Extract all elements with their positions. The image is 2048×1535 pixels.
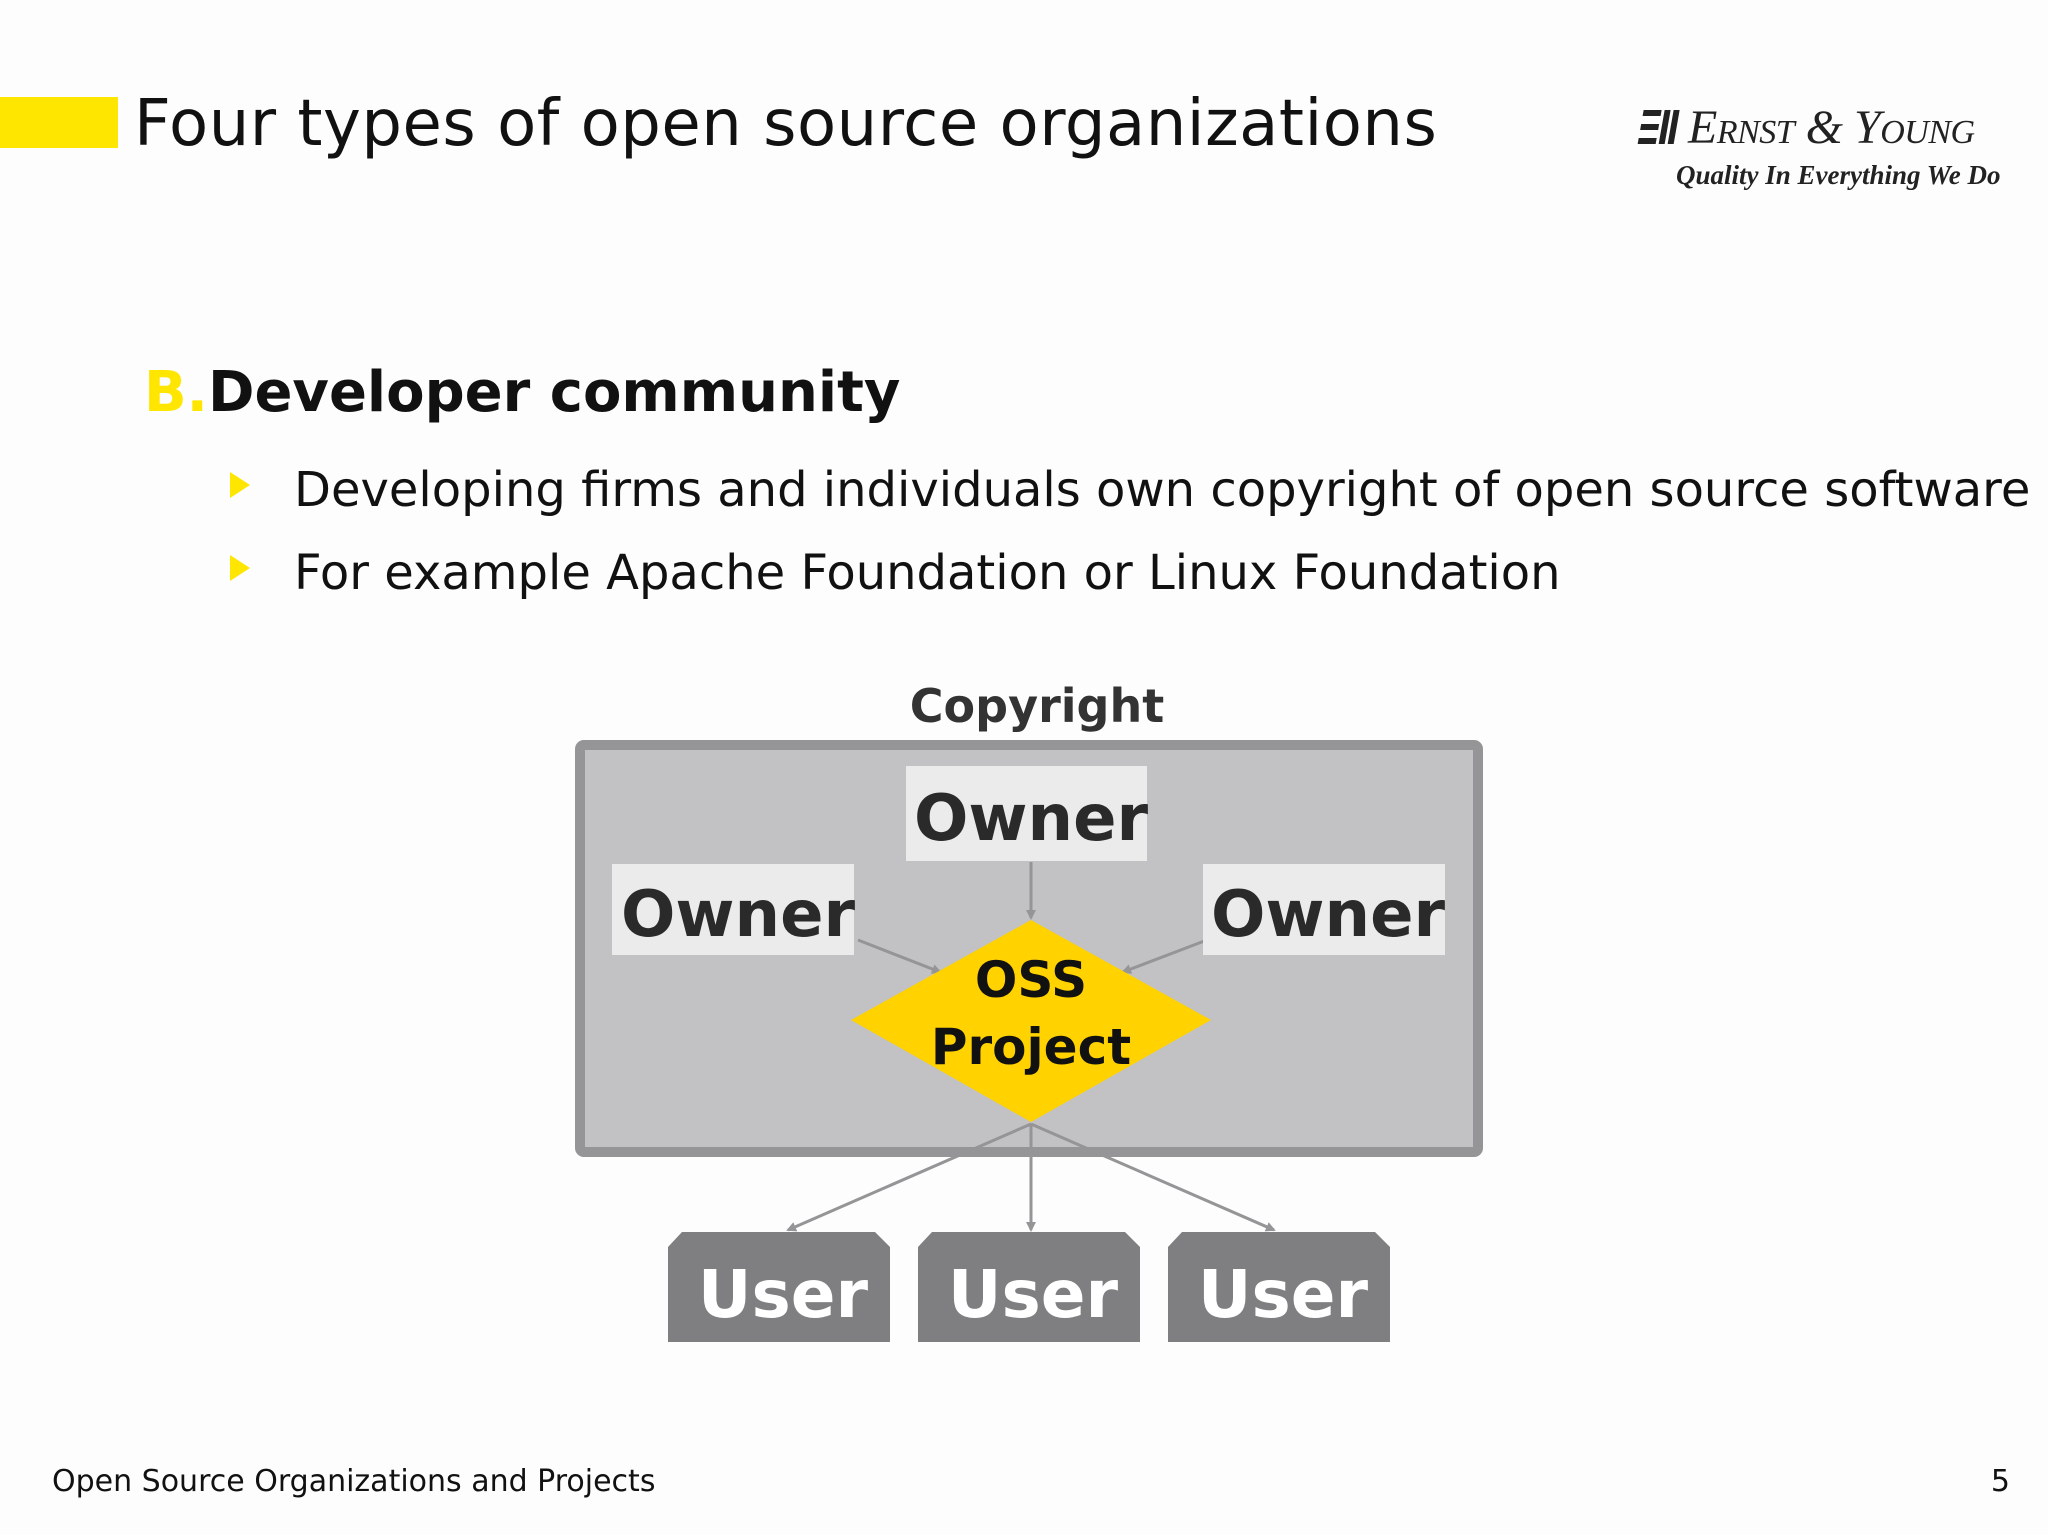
owner-label: Owner — [914, 782, 1149, 856]
project-label-line2: Project — [931, 1018, 1131, 1076]
logo-tagline: Quality In Everything We Do — [1676, 160, 2001, 190]
user-label: User — [948, 1256, 1119, 1333]
copyright-label: Copyright — [910, 679, 1164, 733]
owner-label: Owner — [621, 878, 856, 952]
user-label: User — [698, 1256, 869, 1333]
oss-project-diamond — [851, 920, 1211, 1122]
user-box-middle — [918, 1232, 1140, 1342]
user-box-left — [668, 1232, 890, 1342]
owner-label: Owner — [1211, 878, 1446, 952]
user-label: User — [1198, 1256, 1369, 1333]
section-title: Developer community — [207, 360, 901, 425]
arrow-project-to-user-right — [1030, 1122, 1276, 1232]
footer-text: Open Source Organizations and Projects — [52, 1464, 656, 1499]
bullet-triangle-icon — [230, 555, 250, 581]
page-number: 5 — [1990, 1464, 2010, 1499]
bullet-text: Developing firms and individuals own cop… — [294, 462, 2031, 518]
arrow-project-to-user-left — [786, 1122, 1032, 1232]
arrow-owner-left-to-project — [857, 938, 942, 974]
owner-box-right — [1203, 864, 1445, 955]
project-label-line1: OSS — [975, 951, 1087, 1009]
logo-wordmark: Ernst & Young — [1688, 101, 1975, 154]
title-accent-bar — [0, 97, 118, 148]
arrow-owner-right-to-project — [1121, 938, 1208, 974]
owner-box-left — [612, 864, 854, 955]
bullet-text: For example Apache Foundation or Linux F… — [294, 545, 1561, 601]
ey-logo-mark-icon — [1637, 110, 1680, 144]
section-letter: B. — [144, 360, 208, 425]
bullet-item: For example Apache Foundation or Linux F… — [230, 543, 1561, 603]
slide-title: Four types of open source organizations — [134, 87, 1438, 161]
user-box-right — [1168, 1232, 1390, 1342]
section-heading: B.Developer community — [144, 358, 900, 428]
bullet-item: Developing firms and individuals own cop… — [230, 460, 2030, 520]
owner-box-top — [906, 766, 1147, 861]
company-logo: Ernst & Young Quality In Everything We D… — [1620, 100, 2016, 200]
bullet-triangle-icon — [230, 472, 250, 498]
